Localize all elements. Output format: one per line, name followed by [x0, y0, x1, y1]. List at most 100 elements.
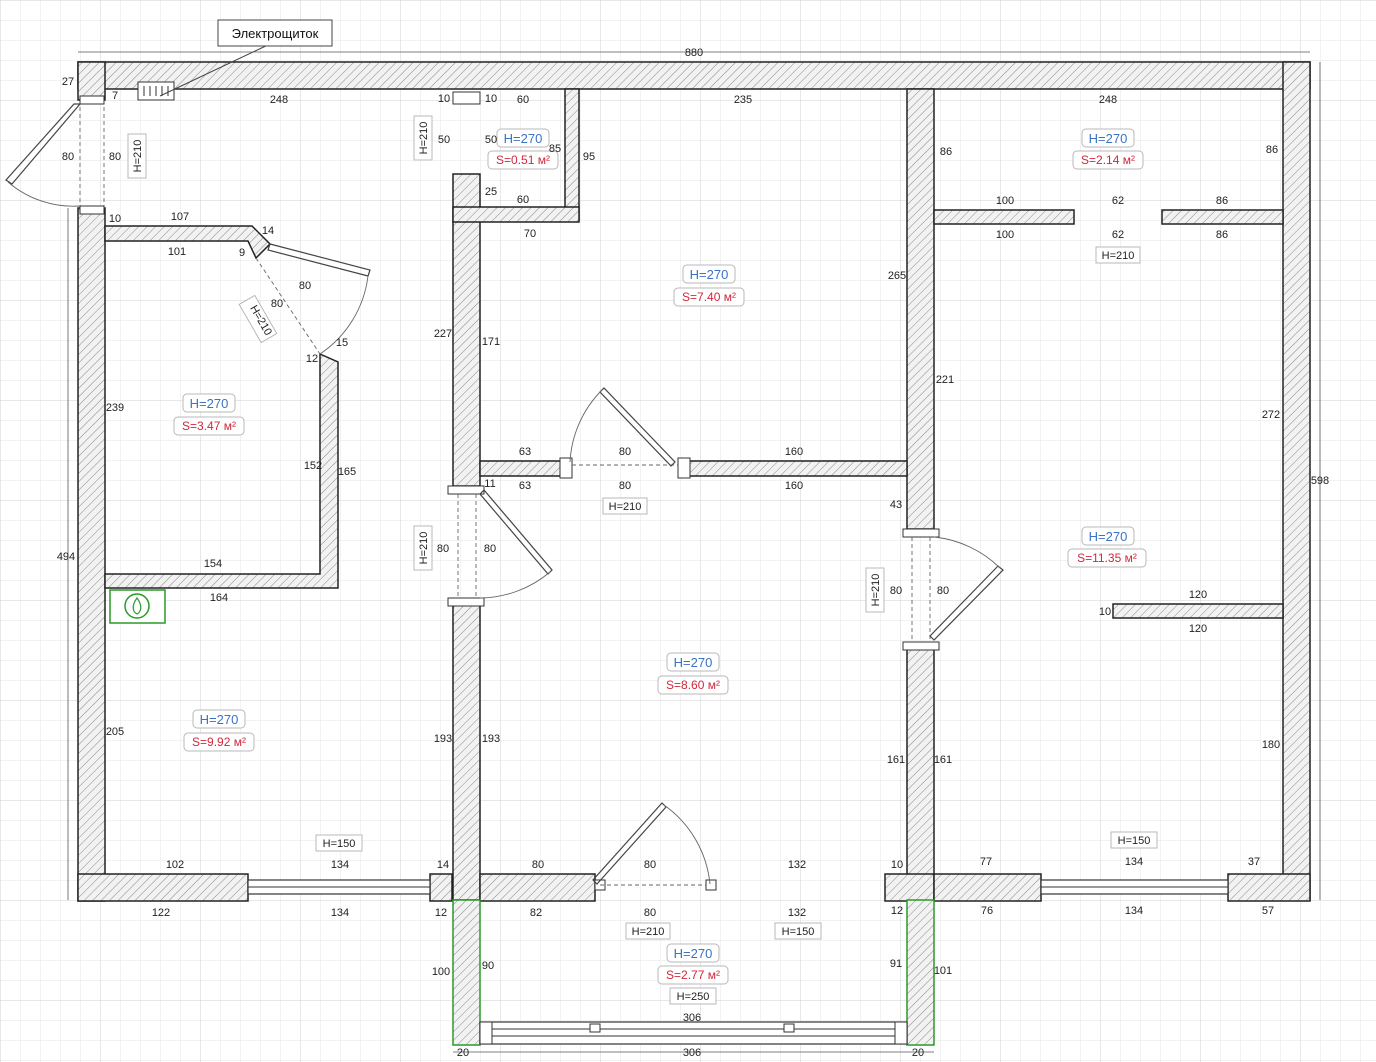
panel-label: Электрощиток	[217, 19, 333, 47]
svg-text:H=210: H=210	[1102, 250, 1135, 262]
svg-text:S=7.40 м²: S=7.40 м²	[682, 290, 736, 304]
svg-text:H=250: H=250	[677, 991, 710, 1003]
dimension-label: 100	[996, 195, 1014, 207]
dimension-label: 180	[1262, 739, 1280, 751]
svg-text:S=11.35 м²: S=11.35 м²	[1077, 551, 1137, 565]
dimension-label: 14	[262, 225, 274, 237]
dimension-label: 248	[1099, 94, 1117, 106]
dimension-label: 77	[980, 856, 992, 868]
dimension-label: 14	[437, 859, 449, 871]
dimension-label: 134	[331, 859, 349, 871]
dimension-label: 43	[890, 499, 902, 511]
dimension-label: 80	[644, 907, 656, 919]
opening-tags: H=210 H=210 H=210 H=210 H=210 H=210 H=21…	[127, 115, 1158, 1005]
dimension-label: 221	[936, 374, 954, 386]
dimension-label: 86	[1216, 229, 1228, 241]
tag-hall-top-door: H=210	[413, 115, 433, 161]
dimension-label: 161	[934, 754, 952, 766]
dimension-label: 80	[437, 543, 449, 555]
tag-balcony-glazing: H=250	[669, 987, 717, 1005]
dimension-label: 107	[171, 211, 189, 223]
dimension-label: 152	[304, 460, 322, 472]
dimension-label: 91	[890, 958, 902, 970]
dimension-label: 880	[685, 47, 703, 59]
dimension-label: 134	[1125, 856, 1143, 868]
dimension-label: 160	[785, 480, 803, 492]
svg-text:S=8.60 м²: S=8.60 м²	[666, 678, 720, 692]
dimension-label: 132	[788, 907, 806, 919]
tag-small-room-door: H=210	[1095, 246, 1141, 264]
dimension-label: 12	[306, 353, 318, 365]
dimension-label: 101	[168, 246, 186, 258]
dimension-label: 76	[981, 905, 993, 917]
dimension-label: 265	[888, 270, 906, 282]
dimension-label: 164	[210, 592, 228, 604]
tag-bedroom-window: H=150	[1110, 831, 1158, 849]
dimension-label: 60	[517, 194, 529, 206]
dimension-label: 100	[432, 966, 450, 978]
dimension-labels: 880 598 494 27 7 80 80 10 248 10 50 10 6…	[57, 47, 1329, 1059]
dimension-label: 598	[1311, 475, 1329, 487]
svg-text:H=270: H=270	[200, 712, 239, 727]
dimension-label: 10	[485, 93, 497, 105]
svg-text:H=270: H=270	[504, 131, 543, 146]
room-label-kitchen: H=270 S=7.40 м²	[673, 264, 745, 307]
dimension-label: 80	[619, 446, 631, 458]
svg-text:S=2.77 м²: S=2.77 м²	[666, 968, 720, 982]
room-label-storage: H=270 S=3.47 м²	[173, 393, 245, 436]
dimension-label: 25	[485, 186, 497, 198]
svg-text:S=3.47 м²: S=3.47 м²	[182, 419, 236, 433]
dimension-label: 10	[891, 859, 903, 871]
svg-text:H=270: H=270	[1089, 131, 1128, 146]
room-label-hall: H=270 S=9.92 м²	[183, 709, 255, 752]
tag-hall-living-door: H=210	[413, 525, 433, 571]
svg-text:H=210: H=210	[632, 926, 665, 938]
dimension-label: 10	[1099, 606, 1111, 618]
dimension-label: 80	[890, 585, 902, 597]
outer-dimension-lines	[67, 51, 1321, 1053]
dimension-label: 95	[583, 151, 595, 163]
dimension-label: 20	[457, 1047, 469, 1059]
dimension-label: 20	[912, 1047, 924, 1059]
svg-text:H=210: H=210	[418, 532, 430, 565]
gas-boiler-icon	[109, 589, 166, 624]
tag-balcony-window: H=150	[774, 922, 822, 940]
dimension-label: 235	[734, 94, 752, 106]
svg-text:S=9.92 м²: S=9.92 м²	[192, 735, 246, 749]
dimension-label: 160	[785, 446, 803, 458]
dimension-label: 193	[434, 733, 452, 745]
dimension-label: 86	[1266, 144, 1278, 156]
dimension-label: 120	[1189, 589, 1207, 601]
dimension-label: 12	[435, 907, 447, 919]
dimension-label: 165	[338, 466, 356, 478]
dimension-label: 80	[299, 280, 311, 292]
dimension-label: 9	[239, 247, 245, 259]
room-label-living: H=270 S=8.60 м²	[657, 652, 729, 695]
dimension-label: 70	[524, 228, 536, 240]
room-label-small: H=270 S=2.14 м²	[1072, 128, 1144, 170]
dimension-label: 86	[1216, 195, 1228, 207]
dimension-label: 171	[482, 336, 500, 348]
dimension-label: 80	[109, 151, 121, 163]
dimension-label: 494	[57, 551, 75, 563]
dimension-label: 239	[106, 402, 124, 414]
dimension-label: 60	[517, 94, 529, 106]
dimension-label: 63	[519, 480, 531, 492]
svg-text:H=150: H=150	[1118, 835, 1151, 847]
dimension-label: 102	[166, 859, 184, 871]
dimension-label: 80	[644, 859, 656, 871]
dimension-label: 248	[270, 94, 288, 106]
svg-text:H=210: H=210	[418, 122, 430, 155]
doors	[5, 91, 1004, 891]
room-label-bedroom: H=270 S=11.35 м²	[1067, 526, 1147, 568]
dimension-label: 12	[891, 905, 903, 917]
dimension-label: 10	[438, 93, 450, 105]
svg-text:H=210: H=210	[870, 574, 882, 607]
dimension-label: 161	[887, 754, 905, 766]
svg-text:S=0.51 м²: S=0.51 м²	[496, 153, 550, 167]
dimension-label: 86	[940, 146, 952, 158]
svg-text:H=210: H=210	[132, 140, 144, 173]
tag-balcony-door: H=210	[625, 922, 671, 940]
dimension-label: 50	[485, 134, 497, 146]
